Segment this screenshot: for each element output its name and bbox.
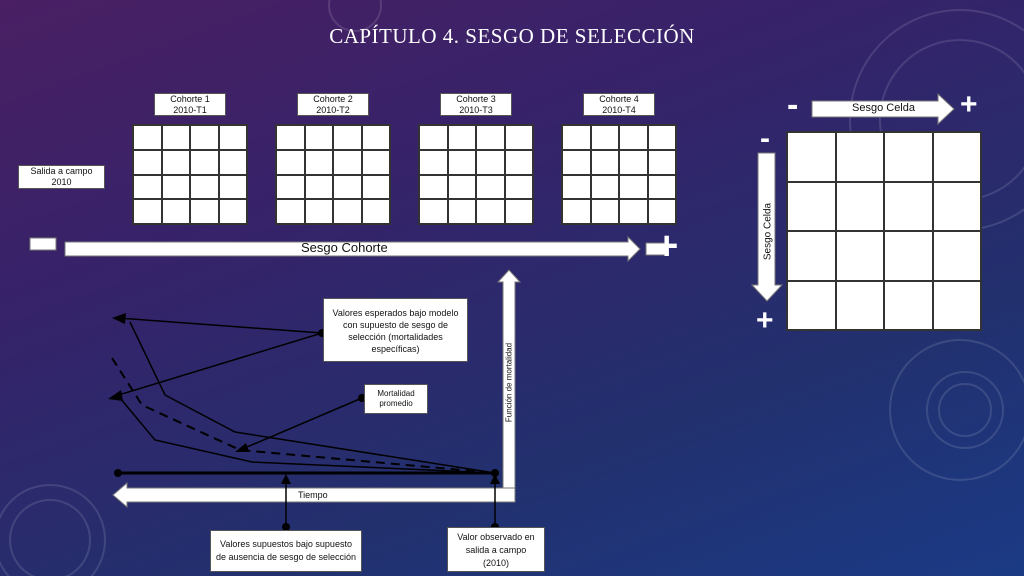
cohort-name: Cohorte 4 <box>599 94 639 104</box>
pointer-arrowhead-2 <box>108 390 123 401</box>
pointer-arrowhead-1 <box>112 313 126 324</box>
cohort-minus-icon <box>29 237 57 251</box>
callout-dot-assumed <box>282 523 290 531</box>
callout-expected-values: Valores esperados bajo modelo con supues… <box>323 298 468 362</box>
lower-curve <box>119 397 496 474</box>
callout-text: Valor observado en <box>457 532 535 542</box>
cohort-name: Cohorte 3 <box>456 94 496 104</box>
pointer-arrowhead-4 <box>281 474 291 484</box>
baseline-start-dot <box>114 469 122 477</box>
cell-minus-left-icon: - <box>760 122 770 155</box>
field-exit-box: Salida a campo 2010 <box>18 165 105 189</box>
callout-text: Mortalidad <box>377 389 415 398</box>
cohort-grid-4 <box>561 124 677 225</box>
time-axis-arrow <box>112 481 516 509</box>
cohort-period: 2010-T2 <box>316 105 350 115</box>
y-axis-label: Función de mortalidad <box>504 342 514 423</box>
cohort-period: 2010-T1 <box>173 105 207 115</box>
cohort-name: Cohorte 1 <box>170 94 210 104</box>
callout-text: con supuesto de sesgo de <box>342 320 449 330</box>
callout-assumed-values: Valores supuestos bajo supuesto de ausen… <box>210 530 362 572</box>
cohort-period: 2010-T3 <box>459 105 493 115</box>
cohort-label-4: Cohorte 4 2010-T4 <box>583 93 655 116</box>
cell-bias-vertical-label: Sesgo Celda <box>762 202 774 261</box>
cell-bias-horizontal-label: Sesgo Celda <box>852 102 915 114</box>
pointer-arrowhead-5 <box>490 474 500 484</box>
cohort-bias-arrow <box>64 235 641 263</box>
pointer-arrowhead-3 <box>235 443 249 452</box>
cell-minus-top-icon: - <box>787 86 799 124</box>
callout-text: promedio <box>379 399 413 408</box>
callout-text: Valores supuestos bajo supuesto <box>220 539 352 549</box>
callout-text: selección (mortalidades <box>348 332 443 342</box>
callout-text: de ausencia de sesgo de selección <box>215 552 357 562</box>
x-axis-label: Tiempo <box>298 490 328 500</box>
cell-plus-bottom-icon: + <box>756 304 774 337</box>
field-exit-line2: 2010 <box>51 177 72 187</box>
baseline-end-dot <box>491 469 499 477</box>
field-exit-line1: Salida a campo <box>30 166 93 176</box>
cohort-label-3: Cohorte 3 2010-T3 <box>440 93 512 116</box>
cell-bias-vertical-arrow <box>750 152 784 302</box>
cohort-label-2: Cohorte 2 2010-T2 <box>297 93 369 116</box>
cohort-grid-3 <box>418 124 534 225</box>
cohort-grid-2 <box>275 124 391 225</box>
cohort-label-1: Cohorte 1 2010-T1 <box>154 93 226 116</box>
upper-curve <box>129 321 496 474</box>
callout-text: específicas) <box>371 344 420 354</box>
cell-bias-horizontal-arrow <box>811 92 955 126</box>
cell-grid <box>786 131 982 331</box>
cohort-name: Cohorte 2 <box>313 94 353 104</box>
cohort-period: 2010-T4 <box>602 105 636 115</box>
callout-text: (2010) <box>482 558 509 568</box>
callout-average-mortality: Mortalidad promedio <box>364 384 428 414</box>
average-curve <box>111 357 496 474</box>
callout-text: Valores esperados bajo modelo <box>332 308 459 318</box>
page-title: CAPÍTULO 4. SESGO DE SELECCIÓN <box>329 24 695 48</box>
cohort-plus-box <box>645 242 667 256</box>
mortality-curves <box>111 321 496 475</box>
cohort-bias-label: Sesgo Cohorte <box>301 240 388 255</box>
callout-text: salida a campo <box>465 545 527 555</box>
cohort-plus-icon: + <box>655 224 679 268</box>
callout-observed-value: Valor observado en salida a campo (2010) <box>447 527 545 572</box>
cell-plus-top-icon: + <box>960 88 978 121</box>
cohort-grid-1 <box>132 124 248 225</box>
